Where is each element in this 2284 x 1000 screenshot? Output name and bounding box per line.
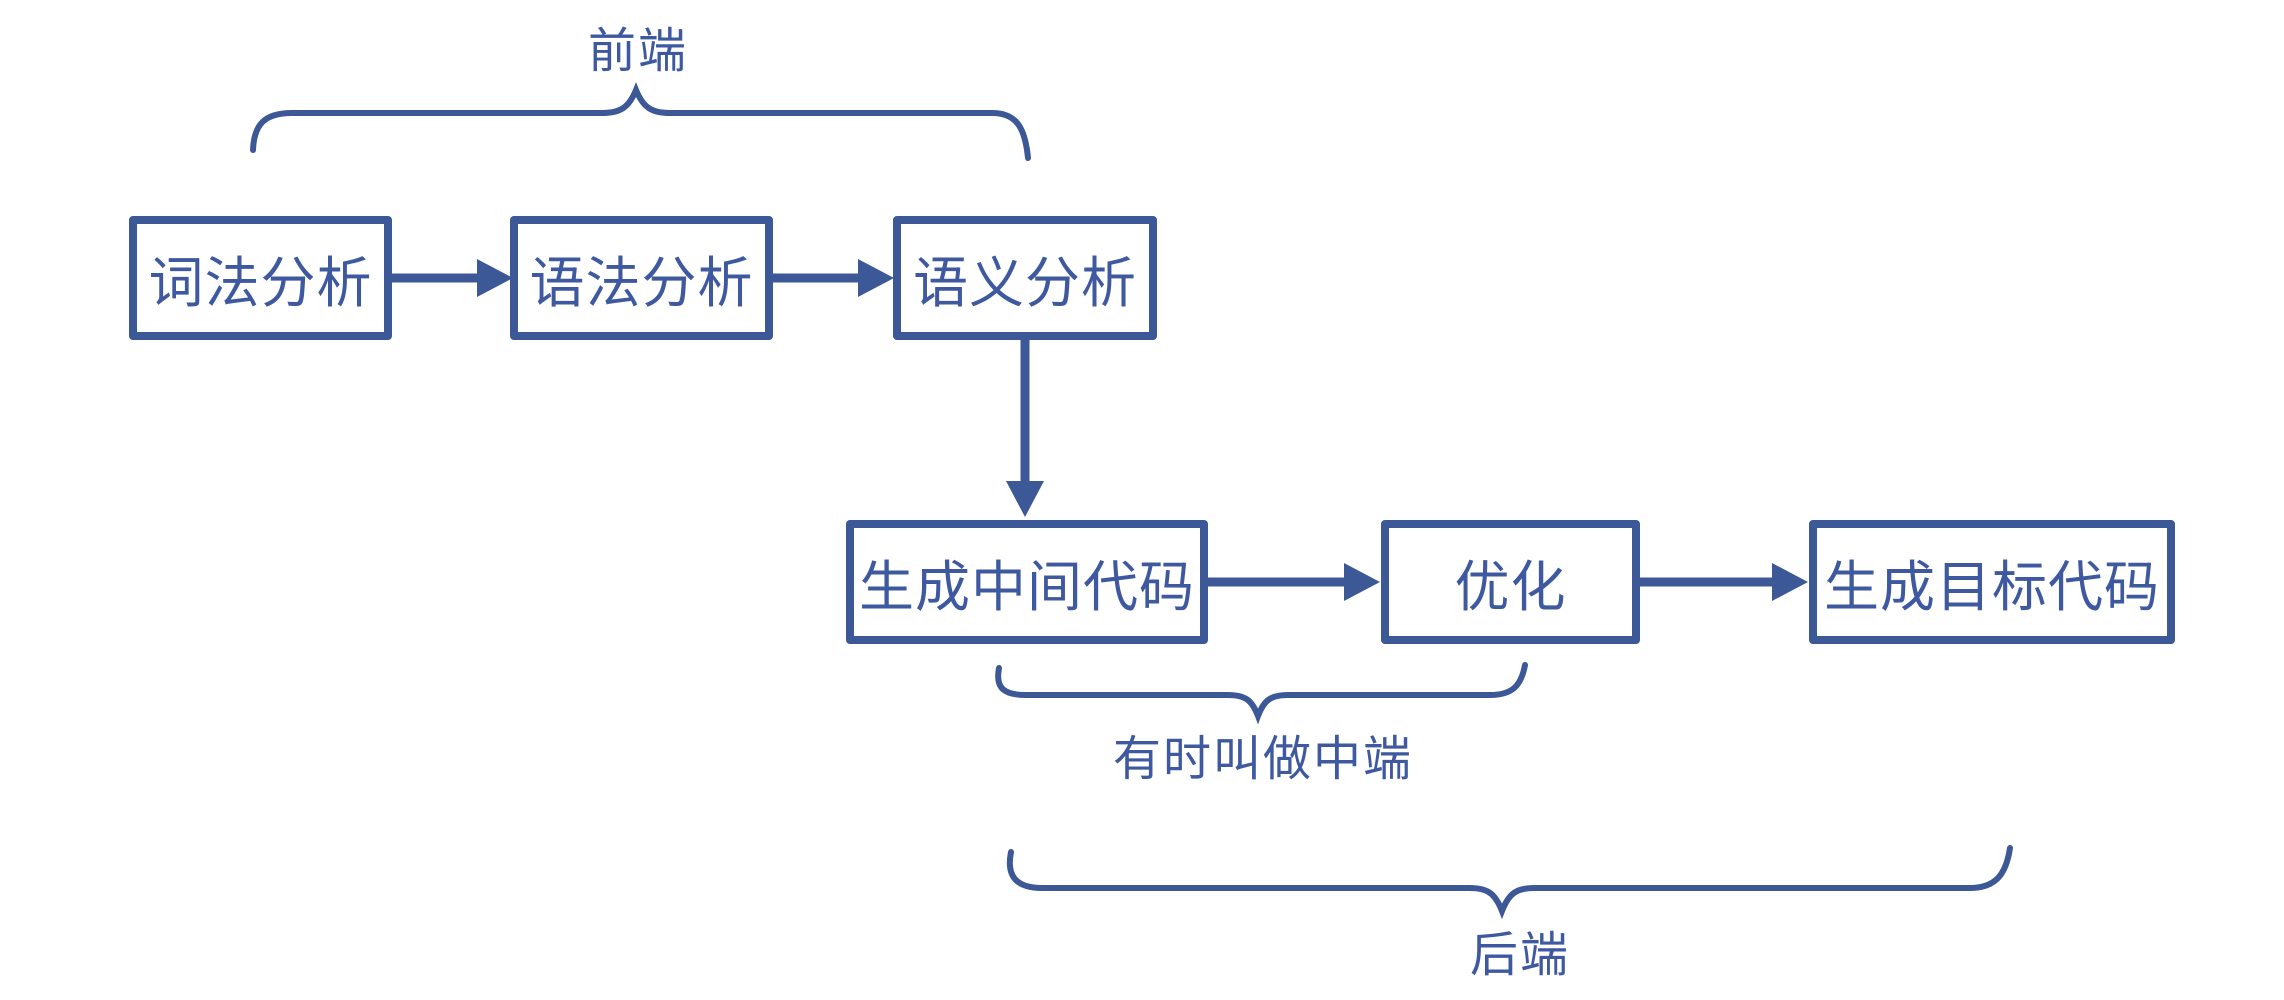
node-lexical-analysis: 词法分析 — [129, 216, 392, 340]
node-target-code-generation: 生成目标代码 — [1809, 520, 2175, 644]
node-intermediate-code-generation: 生成中间代码 — [846, 520, 1208, 644]
middle-end-label: 有时叫做中端 — [1112, 733, 1413, 786]
arrow-syntax-to-semantic — [773, 259, 894, 297]
middle-end-brace — [995, 662, 1528, 725]
back-end-brace — [1006, 845, 2013, 920]
front-end-label: 前端 — [587, 25, 688, 78]
node-target-code-generation-label: 生成目标代码 — [1823, 556, 2160, 618]
node-intermediate-code-generation-label: 生成中间代码 — [858, 556, 1195, 618]
arrow-optimize-to-target — [1640, 563, 1808, 601]
back-end-label: 后端 — [1469, 929, 1570, 982]
arrow-lexical-to-syntax — [392, 259, 513, 297]
node-syntax-analysis: 语法分析 — [510, 216, 773, 340]
arrow-intermediate-to-optimize — [1208, 563, 1380, 601]
node-semantic-analysis: 语义分析 — [893, 216, 1157, 340]
node-lexical-analysis-label: 词法分析 — [148, 252, 373, 314]
node-semantic-analysis-label: 语义分析 — [912, 252, 1137, 314]
front-end-brace — [250, 82, 1031, 161]
node-optimization-label: 优化 — [1454, 556, 1567, 618]
node-optimization: 优化 — [1381, 520, 1640, 644]
arrow-semantic-to-intermediate — [1006, 340, 1044, 517]
node-syntax-analysis-label: 语法分析 — [529, 252, 754, 314]
